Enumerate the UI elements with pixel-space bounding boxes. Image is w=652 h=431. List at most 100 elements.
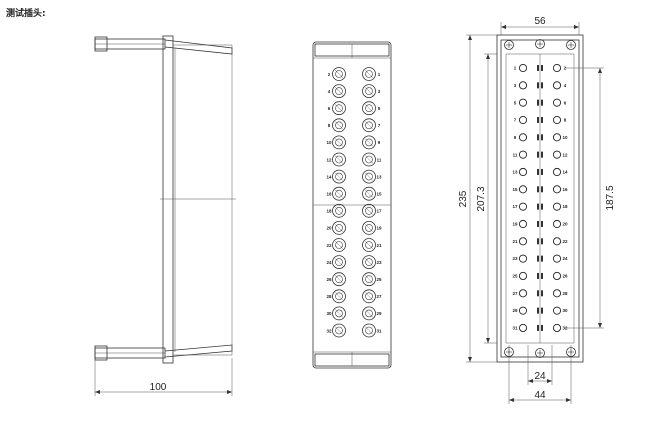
back-pin-label: 27 [512,291,518,296]
front-pin-26: 26 [326,272,346,287]
back-pin-16: 16 [541,185,568,194]
front-pin-label: 32 [326,328,332,333]
front-pin-29: 29 [362,306,382,321]
front-pin-label: 20 [326,226,332,231]
dim-top-width: 56 [534,16,546,27]
front-pin-5: 5 [362,101,381,116]
back-pin-label: 24 [562,256,568,261]
front-pin-14: 14 [326,169,346,184]
back-pin-22: 22 [541,237,568,246]
front-pin-label: 6 [328,106,331,111]
front-pin-label: 26 [326,277,332,282]
back-pin-label: 30 [562,308,568,313]
front-pin-label: 19 [376,226,382,231]
front-pin-label: 24 [326,260,332,265]
back-pin-label: 18 [562,204,568,209]
back-pin-10: 10 [541,133,568,142]
front-pin-10: 10 [326,135,346,150]
dim-bottom-width: 44 [534,390,546,401]
back-pin-19: 19 [512,219,539,229]
back-pin-label: 26 [562,274,568,279]
back-pin-label: 13 [512,170,518,175]
front-pin-label: 14 [326,174,332,179]
back-pin-6: 6 [541,98,567,107]
drawing-title: 测试插头: [6,9,46,19]
front-pin-22: 22 [326,238,346,252]
back-pin-13: 13 [512,167,539,177]
front-pin-label: 2 [328,72,331,77]
front-pin-label: 22 [326,243,332,248]
front-pin-label: 16 [326,192,332,197]
front-pin-label: 27 [376,294,382,299]
front-pin-11: 11 [362,152,382,167]
front-pin-24: 24 [326,255,346,270]
screw-icon [504,40,514,50]
back-pin-20: 20 [541,219,568,229]
dim-height-total: 235 [458,190,469,207]
front-pin-label: 21 [376,243,382,248]
back-pin-label: 7 [514,118,517,123]
dim-height-mount: 207.3 [476,186,487,211]
front-pin-15: 15 [362,186,382,201]
back-pin-5: 5 [514,98,539,107]
back-pin-17: 17 [512,202,539,211]
back-pin-15: 15 [512,185,539,194]
back-pin-label: 23 [512,256,518,261]
back-pin-label: 17 [512,204,518,209]
front-pin-label: 3 [378,89,381,94]
front-pin-label: 25 [376,277,382,282]
front-pin-20: 20 [326,220,346,235]
back-pin-18: 18 [541,202,568,211]
back-pin-label: 5 [514,100,517,105]
back-pin-label: 28 [562,291,568,296]
front-pin-label: 4 [328,89,331,94]
front-pin-7: 7 [362,118,381,133]
front-pin-1: 1 [362,67,381,81]
back-pin-4: 4 [541,81,567,90]
back-pin-29: 29 [512,306,539,315]
back-pin-23: 23 [512,254,539,263]
front-pin-label: 11 [377,157,382,162]
dim-side-width: 100 [150,382,167,393]
front-pin-9: 9 [362,135,381,150]
back-pin-7: 7 [514,115,539,125]
front-pin-label: 12 [326,157,332,162]
back-pin-label: 9 [514,135,517,140]
front-pin-label: 30 [326,311,332,316]
dim-height-pins: 187.5 [605,185,616,210]
screw-icon [535,39,545,49]
front-pin-label: 29 [376,311,382,316]
back-pin-11: 11 [513,150,539,159]
front-pin-label: 18 [326,209,332,214]
back-pin-label: 15 [512,187,518,192]
back-pin-label: 21 [512,239,518,244]
front-pin-label: 10 [326,140,332,145]
back-pin-21: 21 [512,237,539,246]
front-pin-30: 30 [326,306,346,321]
back-pin-24: 24 [541,254,568,263]
back-pin-label: 25 [512,274,518,279]
back-pin-label: 29 [512,308,518,313]
back-pin-label: 16 [562,187,568,192]
side-view [94,35,236,396]
back-pin-label: 19 [512,222,518,227]
front-pin-17: 17 [362,203,382,218]
back-pin-26: 26 [541,271,568,281]
back-pin-14: 14 [541,167,568,177]
back-pin-label: 22 [562,239,568,244]
back-pin-label: 14 [562,170,568,175]
front-pin-label: 1 [378,72,381,77]
front-pin-21: 21 [362,238,382,252]
front-pin-6: 6 [328,101,346,116]
back-pin-3: 3 [514,81,539,90]
back-pin-2: 2 [541,63,567,73]
front-pin-3: 3 [362,84,381,98]
back-pin-8: 8 [541,115,567,125]
front-pin-19: 19 [362,220,382,235]
front-pin-label: 17 [376,209,382,214]
back-pin-label: 12 [562,152,568,157]
front-pin-label: 31 [376,328,382,333]
back-pin-32: 32 [541,323,568,333]
back-pin-label: 31 [512,326,518,331]
back-pin-31: 31 [512,323,539,333]
